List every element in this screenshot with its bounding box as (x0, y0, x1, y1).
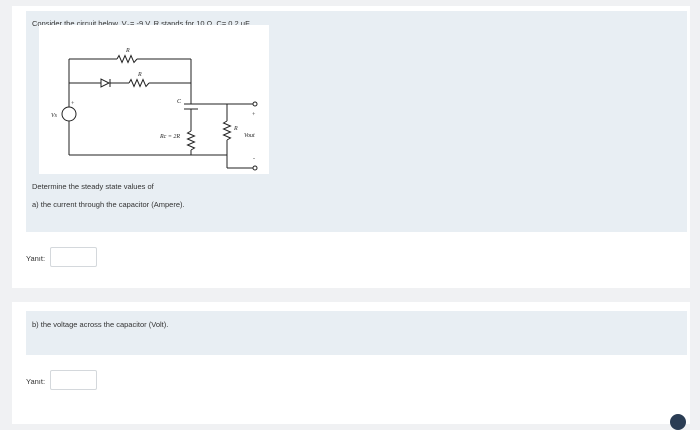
label-r-top: R (125, 48, 130, 54)
question-card-1: Consider the circuit below. VS= -9 V. R … (12, 6, 690, 288)
resistor-right (222, 120, 232, 141)
label-r-mid: R (137, 72, 142, 78)
label-r-right: R (233, 126, 238, 132)
question-card-2: b) the voltage across the capacitor (Vol… (12, 302, 690, 430)
resistor-rc (186, 130, 196, 151)
label-vout: Vout (244, 133, 255, 139)
label-plus-source: + (71, 101, 75, 107)
question-text-panel: Consider the circuit below. VS= -9 V. R … (26, 11, 687, 232)
answer-label-2: Yanıt: (26, 377, 46, 386)
answer-input-2[interactable] (50, 370, 97, 390)
answer-input-1[interactable] (50, 247, 97, 267)
resistor-top (116, 54, 138, 64)
question-part-b: b) the voltage across the capacitor (Vol… (32, 320, 169, 329)
intro-text: Consider the circuit below. V (32, 19, 127, 28)
intro-text-rest: = -9 V. R stands for 10 Ω. C= 0,2 μF. (129, 19, 251, 28)
output-terminal-top (252, 101, 258, 107)
label-rc: Rc = 2R (159, 134, 180, 140)
resistor-mid (128, 78, 150, 88)
label-c: C (177, 99, 182, 105)
output-terminal-bottom (252, 165, 258, 171)
label-minus-output: - (253, 156, 255, 162)
label-plus-output: + (252, 112, 256, 118)
question-prompt: Determine the steady state values of (32, 182, 154, 191)
diode-symbol (100, 78, 111, 88)
circuit-diagram: R R C Rc = 2R R Vs + + - Vout (39, 25, 269, 174)
question-text-panel-2: b) the voltage across the capacitor (Vol… (26, 311, 687, 355)
question-part-a: a) the current through the capacitor (Am… (32, 200, 185, 209)
voltage-source-symbol (61, 106, 77, 122)
label-vs: Vs (51, 113, 58, 119)
answer-label-1: Yanıt: (26, 254, 46, 263)
help-badge-icon[interactable] (670, 414, 686, 430)
